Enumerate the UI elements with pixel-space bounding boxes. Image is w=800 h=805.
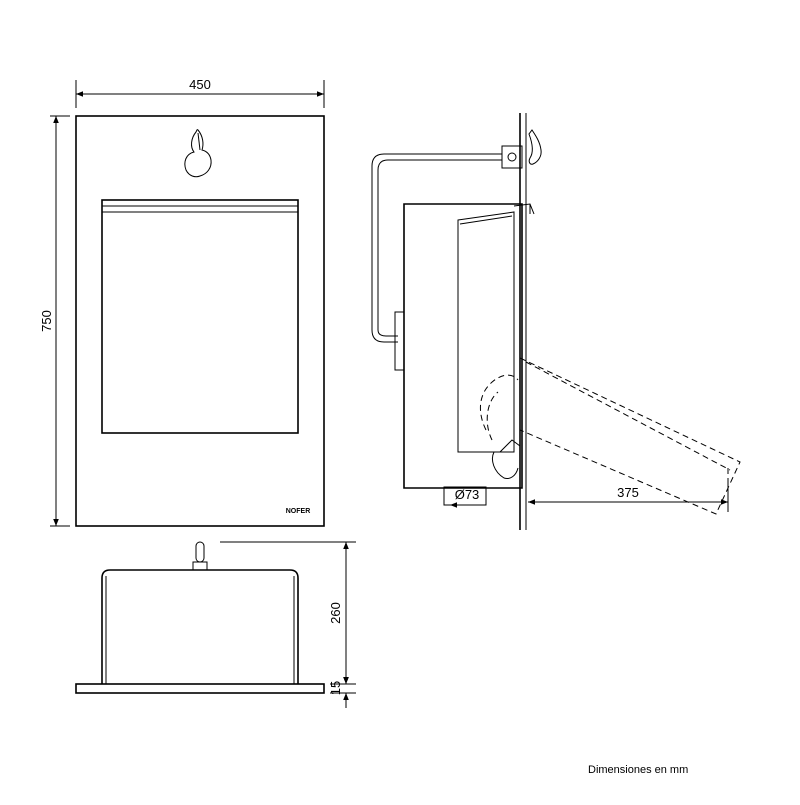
- bin-door: [101, 199, 299, 434]
- inner-bin: [457, 203, 535, 453]
- projection-dimension-label: 375: [617, 485, 639, 500]
- depth-dimension: 260: [220, 541, 356, 685]
- lever-handle-icon: [184, 129, 212, 178]
- linkage-rod: [371, 153, 502, 343]
- front-panel: [75, 115, 325, 527]
- front-view: 450 750 NOFER: [39, 77, 325, 527]
- top-bin-body: [101, 569, 299, 684]
- flange-dimension-label: 15: [328, 681, 343, 695]
- width-dimension-label: 450: [189, 77, 211, 92]
- top-view: 260 15: [75, 541, 356, 708]
- side-lever-icon: [528, 129, 542, 165]
- width-dimension: 450: [75, 77, 325, 108]
- hinge-icon: [501, 145, 523, 169]
- brand-logo: NOFER: [276, 505, 320, 516]
- projection-dimension: 375: [528, 478, 729, 512]
- drain-diameter-label: Ø73: [455, 487, 480, 502]
- side-view: Ø73 375: [371, 113, 741, 530]
- brand-logo-text: NOFER: [286, 508, 311, 515]
- top-knob: [192, 541, 208, 571]
- drain-pipe: Ø73: [443, 486, 487, 508]
- height-dimension: 750: [39, 115, 70, 527]
- depth-dimension-label: 260: [328, 602, 343, 624]
- height-dimension-label: 750: [39, 310, 54, 332]
- units-caption: Dimensiones en mm: [588, 764, 689, 776]
- top-flange: [75, 683, 325, 694]
- flange-dimension: 15: [328, 670, 356, 708]
- internal-mechanism: [480, 374, 521, 479]
- cabinet-body: [394, 203, 523, 489]
